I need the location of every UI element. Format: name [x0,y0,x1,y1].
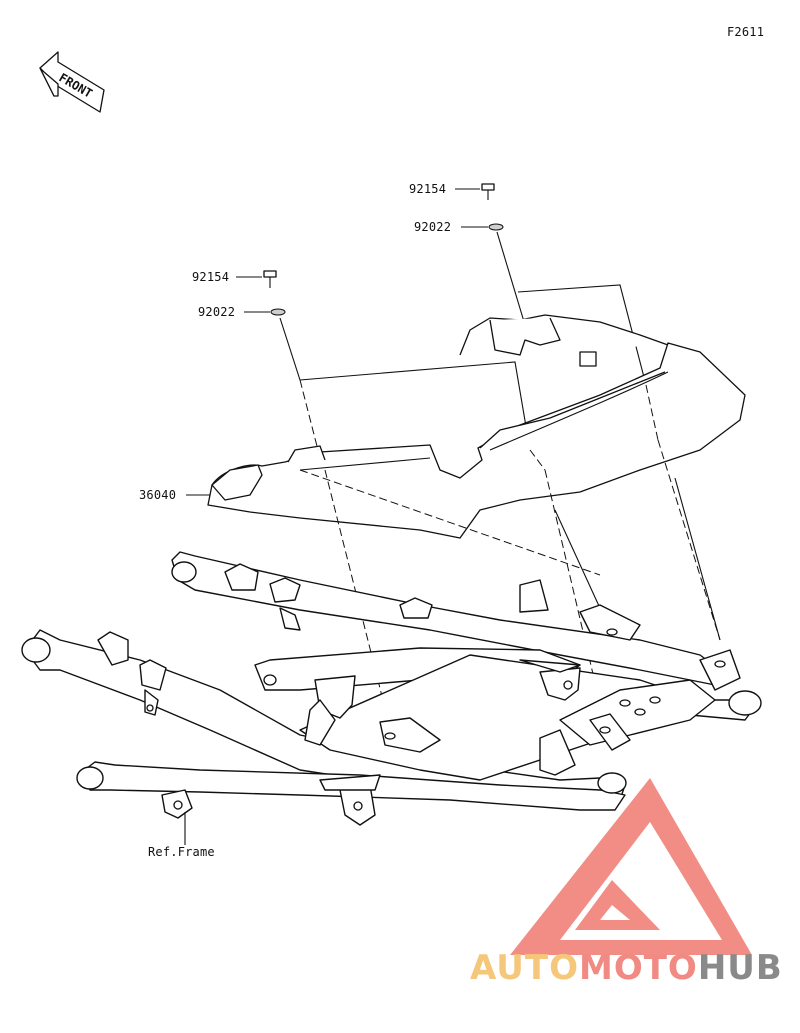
rear-frame-part [21,551,762,826]
watermark-text: AUTOMOTOHUB [470,948,783,988]
figure-code: F2611 [727,25,765,39]
automotohub-logo-icon [510,778,752,955]
seat-cover-part [207,314,746,539]
watermark-moto: MOTO [578,948,698,988]
callout-92154-right: 92154 [409,182,447,196]
bolt-left-icon [263,270,277,288]
bolt-right-icon [481,183,495,200]
callout-36040-cover: 36040 [139,488,177,502]
watermark-auto: AUTO [470,948,579,988]
front-arrow-icon: FRONT [39,51,105,113]
watermark-hub: HUB [697,948,783,988]
callout-ref-frame: Ref.Frame [148,845,215,859]
callout-92022-right: 92022 [414,220,452,234]
callout-92154-left: 92154 [192,270,230,284]
washer-left-icon [270,308,286,316]
washer-right-icon [488,223,504,231]
callout-92022-left: 92022 [198,305,236,319]
